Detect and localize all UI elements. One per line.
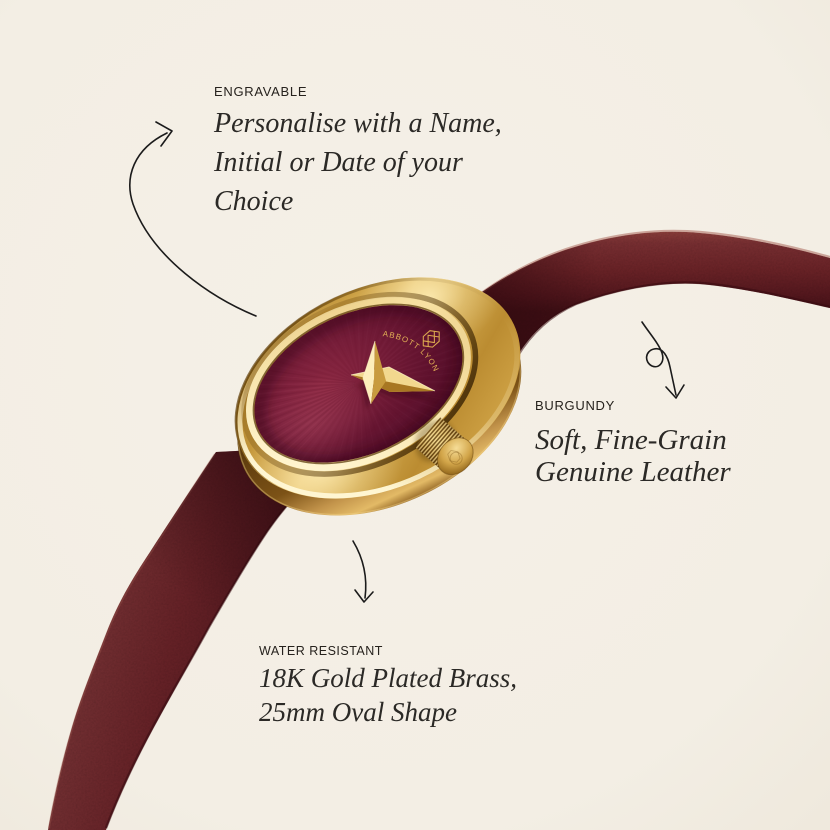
annotation-arrows — [129, 121, 685, 603]
annotation-water-resistant-label: WATER RESISTANT — [259, 644, 383, 658]
watch-crown — [414, 417, 474, 476]
strap-right — [478, 229, 830, 380]
arrow-engravable-head — [155, 121, 173, 147]
arrow-burgundy — [641, 321, 677, 396]
annotation-engravable: ENGRAVABLE Personalise with a Name, Init… — [214, 85, 502, 221]
annotation-burgundy: BURGUNDY Soft, Fine-Grain Genuine Leathe… — [535, 398, 731, 489]
annotation-engravable-text: Personalise with a Name, Initial or Date… — [214, 108, 502, 217]
watch-hands — [350, 340, 437, 410]
hour-hand — [362, 340, 386, 405]
arrow-engravable — [129, 132, 257, 317]
arrow-water-resistant-head — [354, 589, 374, 603]
annotation-engravable-label: ENGRAVABLE — [214, 84, 308, 99]
annotation-water-resistant-text: 18K Gold Plated Brass, 25mm Oval Shape — [259, 663, 518, 727]
arrow-water-resistant — [352, 540, 367, 599]
annotation-water-resistant: WATER RESISTANT 18K Gold Plated Brass, 2… — [259, 644, 517, 729]
annotation-burgundy-text: Soft, Fine-Grain Genuine Leather — [535, 424, 731, 488]
strap-right-top-highlight — [479, 229, 830, 295]
annotation-burgundy-label: BURGUNDY — [535, 398, 615, 413]
crown-body — [414, 417, 474, 476]
arrow-burgundy-head — [665, 384, 685, 399]
abbott-lyon-logo-icon — [422, 330, 440, 348]
